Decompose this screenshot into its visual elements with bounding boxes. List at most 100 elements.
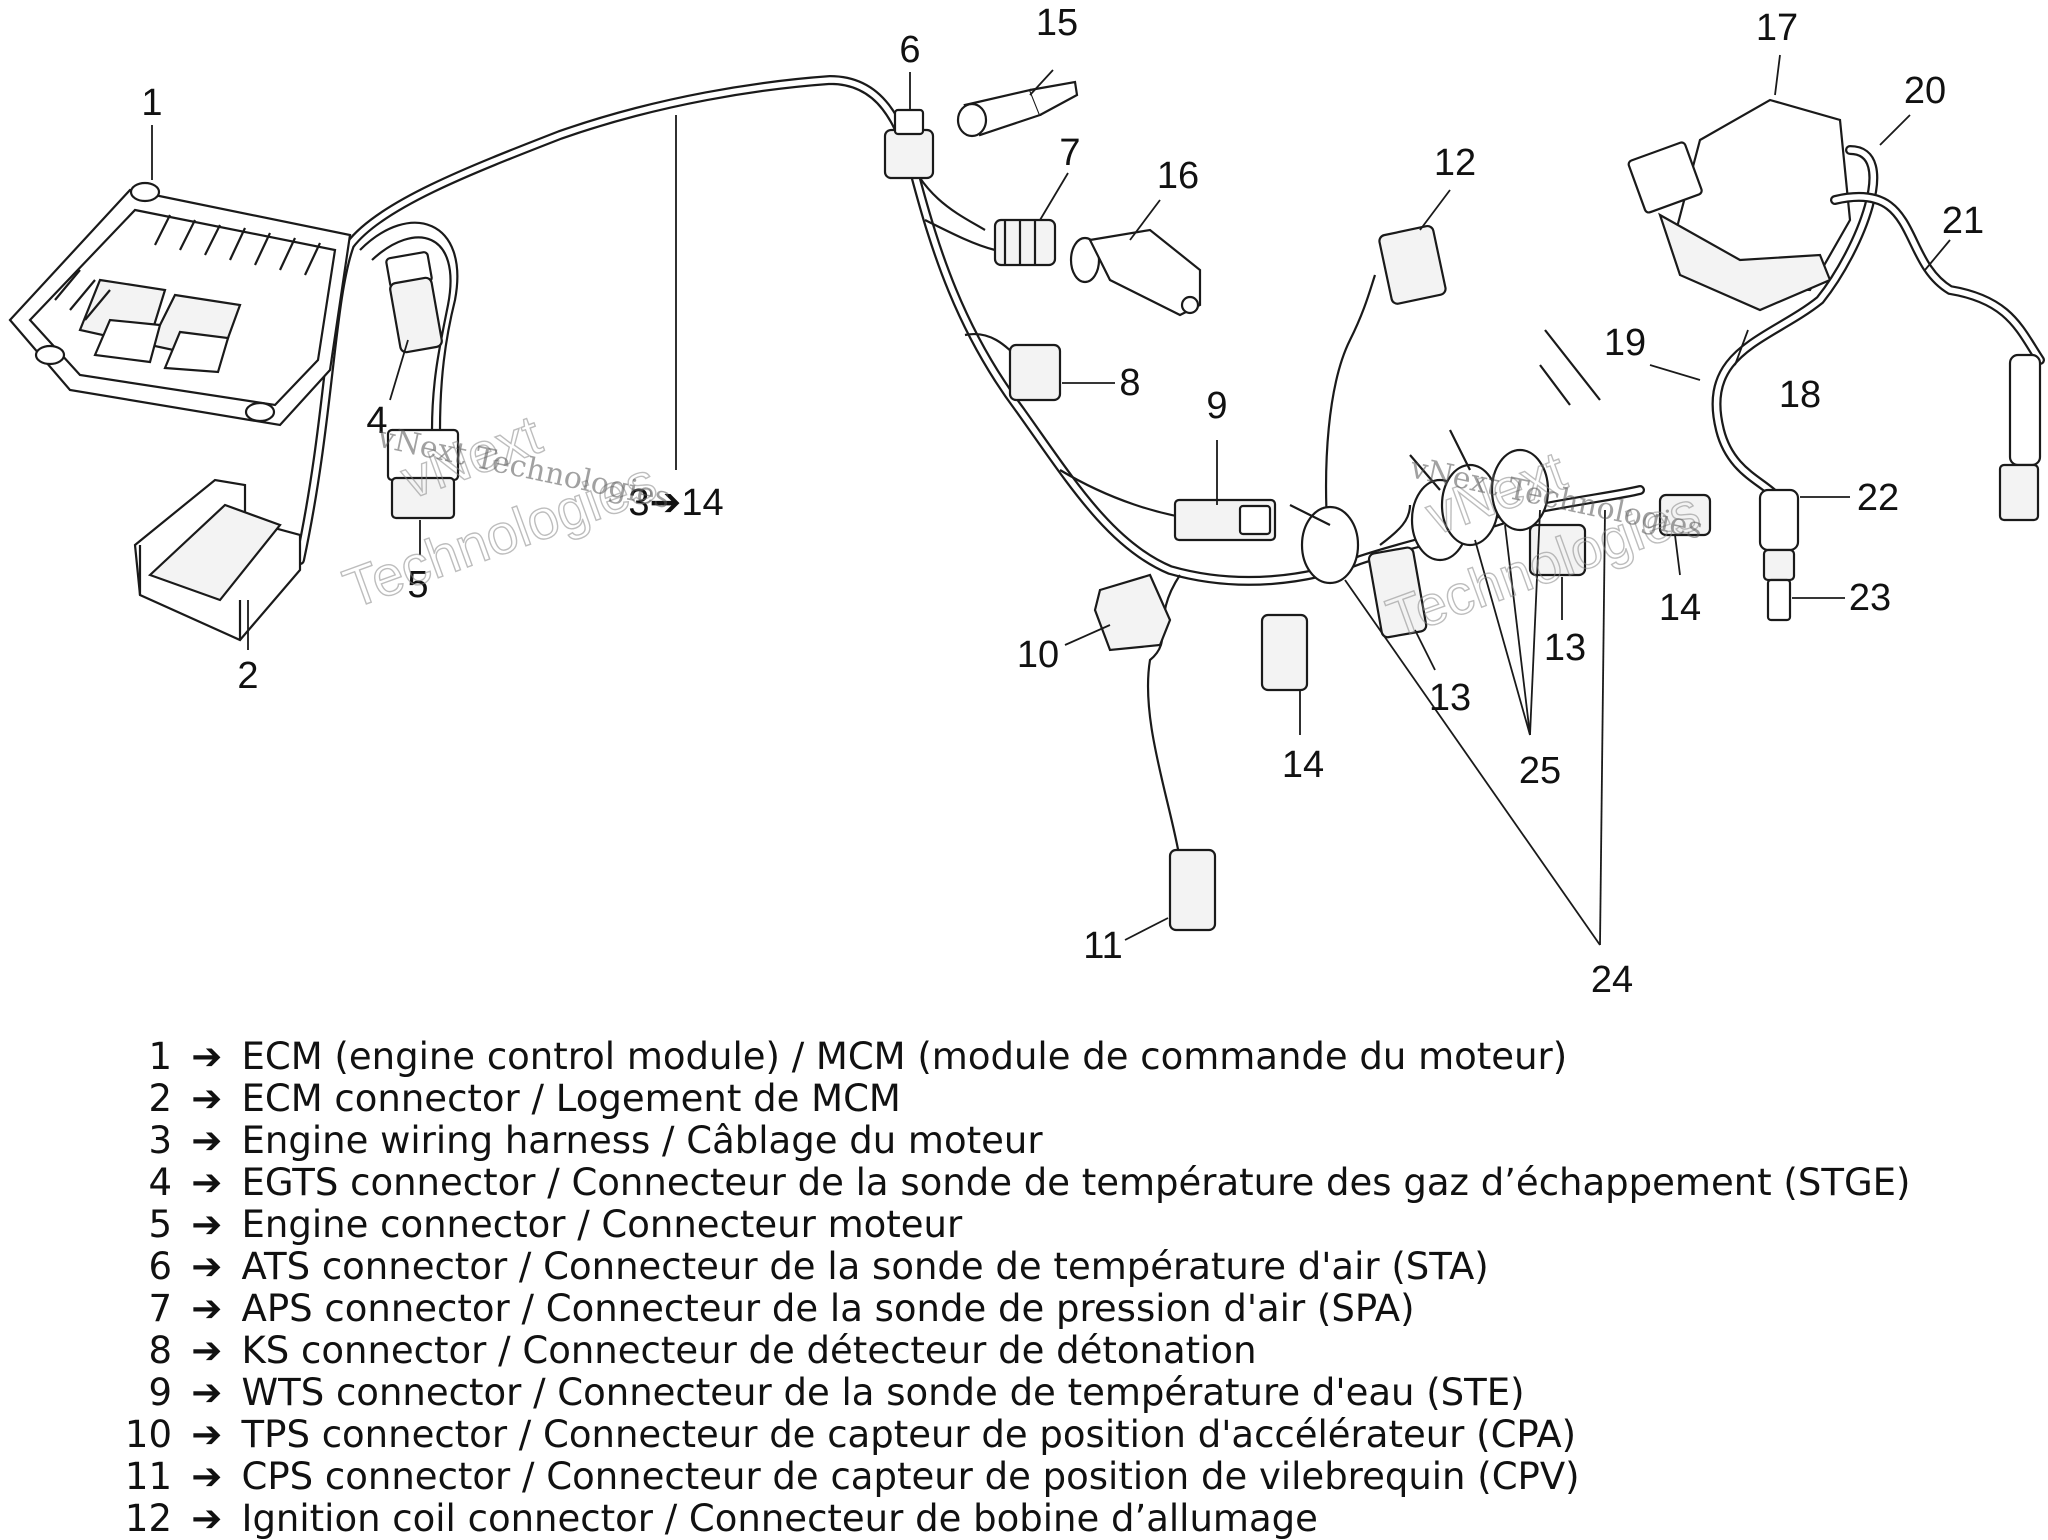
legend-arrow-icon: ➔ — [191, 1203, 223, 1246]
legend-number: 2 — [148, 1077, 172, 1120]
callout-11: 11 — [1083, 925, 1122, 967]
callout-8: 8 — [1119, 362, 1140, 404]
callout-23: 23 — [1849, 577, 1891, 619]
ignition-coil — [1627, 98, 1852, 312]
legend-item: 12 ➔ Ignition coil connector / Connecteu… — [120, 1498, 1910, 1540]
callout-6: 6 — [899, 29, 920, 71]
callout-labels: 1 2 3➔14 4 5 6 7 8 9 10 11 12 13 13 14 1… — [141, 2, 1984, 1001]
egts-connector — [385, 251, 443, 354]
legend-text: ECM connector / Logement de MCM — [241, 1077, 901, 1120]
legend-text: Engine wiring harness / Câblage du moteu… — [241, 1119, 1043, 1162]
legend-item: 10 ➔ TPS connector / Connecteur de capte… — [120, 1414, 1910, 1456]
legend-text: WTS connector / Connecteur de la sonde d… — [241, 1371, 1525, 1414]
legend-item: 7 ➔ APS connector / Connecteur de la son… — [120, 1288, 1910, 1330]
callout-1: 1 — [141, 82, 162, 124]
spark-plug-leads — [1711, 145, 2045, 500]
wiring-harness-diagram: 1 2 3➔14 4 5 6 7 8 9 10 11 12 13 13 14 1… — [8, 2, 2045, 1001]
legend-number: 5 — [148, 1203, 172, 1246]
ecm-module — [8, 181, 352, 427]
connector-14-left — [1260, 613, 1309, 692]
legend-number: 11 — [124, 1455, 172, 1498]
legend-text: KS connector / Connecteur de détecteur d… — [241, 1329, 1257, 1372]
ats-sensor — [956, 80, 1079, 138]
callout-25: 25 — [1519, 750, 1561, 792]
callout-14-bottom: 14 — [1282, 744, 1324, 786]
spark-plug — [1762, 548, 1796, 622]
callout-19: 19 — [1604, 322, 1646, 364]
legend-arrow-icon: ➔ — [191, 1497, 223, 1540]
callout-18: 18 — [1779, 374, 1821, 416]
legend-text: EGTS connector / Connecteur de la sonde … — [241, 1161, 1911, 1204]
engine-connector — [386, 428, 460, 520]
callout-3-14: 3➔14 — [628, 482, 723, 524]
legend-text: ECM (engine control module) / MCM (modul… — [241, 1035, 1568, 1078]
callout-10: 10 — [1017, 634, 1059, 676]
spark-plug-right — [1998, 353, 2042, 522]
callout-7: 7 — [1059, 132, 1080, 174]
callout-13-left: 13 — [1429, 677, 1471, 719]
callout-21: 21 — [1942, 200, 1984, 242]
callout-20: 20 — [1904, 70, 1946, 112]
legend-arrow-icon: ➔ — [191, 1329, 223, 1372]
legend-item: 2 ➔ ECM connector / Logement de MCM — [120, 1078, 1910, 1120]
legend-text: Engine connector / Connecteur moteur — [241, 1203, 963, 1246]
legend-item: 6 ➔ ATS connector / Connecteur de la son… — [120, 1246, 1910, 1288]
legend-number: 4 — [148, 1161, 172, 1204]
callout-17: 17 — [1756, 7, 1798, 49]
callout-12: 12 — [1434, 142, 1476, 184]
legend-item: 11 ➔ CPS connector / Connecteur de capte… — [120, 1456, 1910, 1498]
legend-item: 3 ➔ Engine wiring harness / Câblage du m… — [120, 1120, 1910, 1162]
legend-number: 7 — [148, 1287, 172, 1330]
callout-5: 5 — [407, 564, 428, 606]
tie-straps — [1289, 329, 1601, 585]
callout-2: 2 — [237, 655, 258, 697]
legend-arrow-icon: ➔ — [191, 1245, 223, 1288]
legend-text: ATS connector / Connecteur de la sonde d… — [241, 1245, 1489, 1288]
legend-arrow-icon: ➔ — [191, 1119, 223, 1162]
cps-connector — [1168, 848, 1217, 932]
callout-24: 24 — [1591, 959, 1633, 1001]
aps-sensor — [1069, 228, 1202, 317]
legend-item: 8 ➔ KS connector / Connecteur de détecte… — [120, 1330, 1910, 1372]
legend-number: 12 — [124, 1497, 172, 1540]
legend-item: 4 ➔ EGTS connector / Connecteur de la so… — [120, 1162, 1910, 1204]
callout-13-right: 13 — [1544, 627, 1586, 669]
legend-number: 9 — [148, 1371, 172, 1414]
legend-number: 8 — [148, 1329, 172, 1372]
callout-14-right: 14 — [1659, 587, 1701, 629]
legend-item: 1 ➔ ECM (engine control module) / MCM (m… — [120, 1036, 1910, 1078]
callout-9: 9 — [1206, 385, 1227, 427]
legend-arrow-icon: ➔ — [191, 1035, 223, 1078]
parts-legend: 1 ➔ ECM (engine control module) / MCM (m… — [120, 1036, 1911, 1540]
legend-item: 5 ➔ Engine connector / Connecteur moteur — [120, 1204, 1910, 1246]
tps-connector — [1093, 573, 1172, 652]
ecm-connector — [133, 478, 302, 642]
legend-text: APS connector / Connecteur de la sonde d… — [241, 1287, 1415, 1330]
aps-connector — [993, 218, 1057, 267]
legend-number: 6 — [148, 1245, 172, 1288]
callout-15: 15 — [1036, 2, 1078, 44]
legend-number: 10 — [124, 1413, 172, 1456]
connector-14-right — [1658, 493, 1712, 537]
ks-connector — [1008, 343, 1062, 402]
callout-4: 4 — [366, 400, 387, 442]
connector-13-right — [1528, 523, 1587, 577]
connector-13-left — [1367, 546, 1428, 639]
legend-arrow-icon: ➔ — [191, 1455, 223, 1498]
legend-arrow-icon: ➔ — [191, 1077, 223, 1120]
watermark: vNext Technologies vNext Technologies vN… — [335, 402, 1709, 651]
legend-number: 1 — [148, 1035, 172, 1078]
spark-plug-cap — [1758, 488, 1800, 552]
legend-text: TPS connector / Connecteur de capteur de… — [241, 1413, 1577, 1456]
legend-number: 3 — [148, 1119, 172, 1162]
legend-text: CPS connector / Connecteur de capteur de… — [241, 1455, 1580, 1498]
ignition-coil-connector — [1378, 224, 1447, 305]
legend-arrow-icon: ➔ — [191, 1161, 223, 1204]
legend-arrow-icon: ➔ — [191, 1287, 223, 1330]
leader-lines — [151, 54, 1951, 946]
callout-22: 22 — [1857, 477, 1899, 519]
legend-text: Ignition coil connector / Connecteur de … — [241, 1497, 1318, 1540]
legend-arrow-icon: ➔ — [191, 1371, 223, 1414]
ats-connector — [883, 108, 935, 180]
callout-16: 16 — [1157, 155, 1199, 197]
